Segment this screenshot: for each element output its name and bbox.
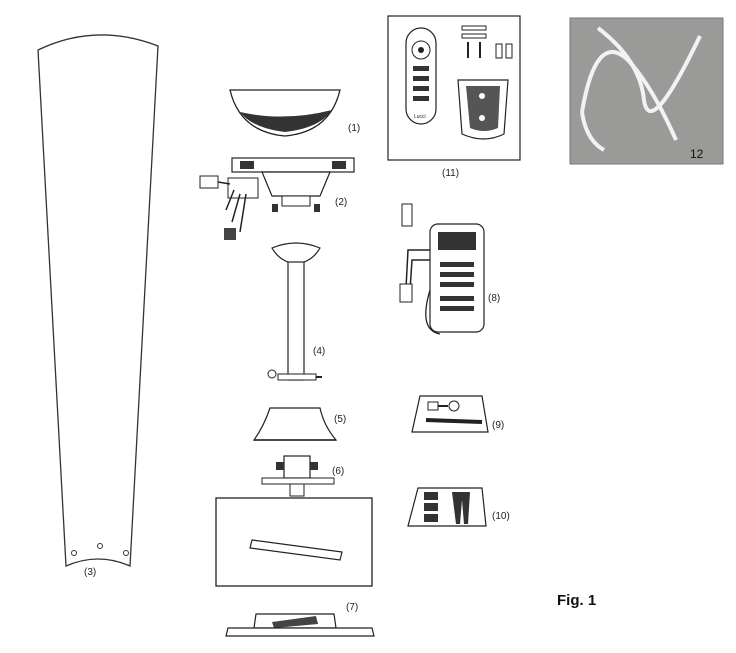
motor-box [215, 497, 373, 587]
part-label-downrod: (4) [313, 346, 325, 357]
cable-photo: 12 [569, 17, 724, 165]
part-label-receiver: (8) [488, 293, 500, 304]
part-label-cable-photo: 12 [690, 147, 704, 161]
part-label-blade: (3) [84, 567, 96, 578]
part-label-motor-housing: (7) [346, 602, 358, 613]
canopy-bowl [229, 89, 341, 137]
part-label-blade-bag: (10) [492, 511, 510, 522]
part-label-mount-bracket: (2) [335, 197, 347, 208]
canopy-cover [252, 407, 338, 441]
receiver [399, 203, 485, 335]
part-label-canopy-bowl: (1) [348, 123, 360, 134]
part-label-screw-bag: (9) [492, 420, 504, 431]
part-label-remote-kit: (11) [442, 168, 459, 179]
screw-bag [411, 395, 489, 433]
part-label-canopy-cover: (5) [334, 414, 346, 425]
hanger-ball [261, 455, 335, 497]
downrod [267, 242, 322, 381]
figure-caption: Fig. 1 [557, 592, 596, 609]
remote-brand: Lucci [414, 114, 426, 120]
blade-bag [407, 487, 487, 527]
remote-kit: Lucci [387, 15, 521, 161]
mount-bracket [199, 157, 355, 240]
fan-blade [37, 34, 159, 567]
part-label-hanger-ball: (6) [332, 466, 344, 477]
motor-housing [225, 613, 375, 637]
